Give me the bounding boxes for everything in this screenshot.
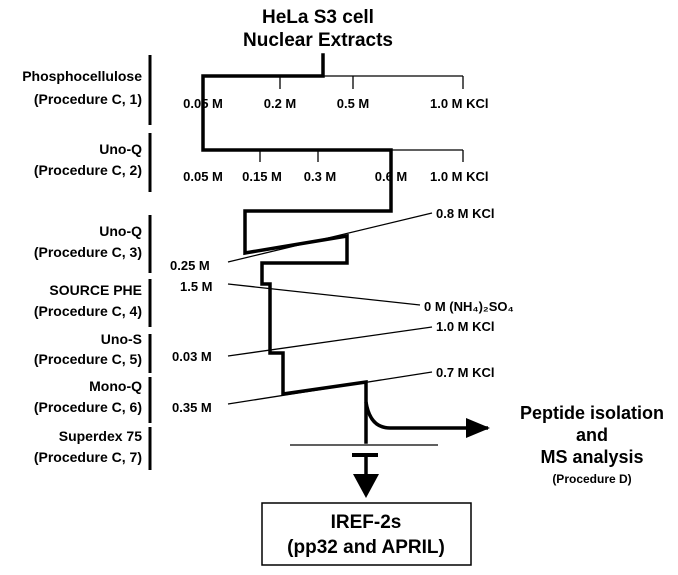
unos-gradient-line (227, 326, 433, 357)
step-5-procedure: (Procedure C, 5) (34, 351, 142, 367)
unoq2-scale: 0.05 M 0.15 M 0.3 M 0.6 M 1.0 M KCl (183, 149, 489, 184)
step-3-procedure: (Procedure C, 3) (34, 244, 142, 260)
elution-path (201, 53, 393, 444)
step-4-procedure: (Procedure C, 4) (34, 303, 142, 319)
phospho-tick-label: 0.2 M (264, 96, 297, 111)
result-subtitle: (pp32 and APRIL) (287, 537, 445, 558)
step-4-name: SOURCE PHE (49, 282, 142, 298)
step-1-name: Phosphocellulose (22, 68, 142, 84)
step-5-name: Uno-S (101, 331, 142, 347)
step-7-procedure: (Procedure C, 7) (34, 449, 142, 465)
step-6-name: Mono-Q (89, 378, 142, 394)
unoq3-start-label: 0.25 M (170, 258, 210, 273)
phospho-tick-label: 0.5 M (337, 96, 370, 111)
step-3-name: Uno-Q (99, 223, 142, 239)
unoq2-tick-label: 0.05 M (183, 169, 223, 184)
source-phe-start-label: 1.5 M (180, 279, 213, 294)
unoq2-tick-label: 0.3 M (304, 169, 337, 184)
unoq2-tick-label: 0.15 M (242, 169, 282, 184)
step-1-procedure: (Procedure C, 1) (34, 91, 142, 107)
step-6-procedure: (Procedure C, 6) (34, 399, 142, 415)
step-labels: Phosphocellulose (Procedure C, 1) Uno-Q … (22, 55, 152, 470)
peptide-isolation-label: Peptide isolation (520, 403, 664, 423)
phosphocellulose-scale: 0.05 M 0.2 M 0.5 M 1.0 M KCl (183, 75, 489, 111)
title-line-2: Nuclear Extracts (243, 30, 393, 51)
monoq-end-label: 0.7 M KCl (436, 365, 495, 380)
unoq2-tick-label: 1.0 M KCl (430, 169, 489, 184)
unos-start-label: 0.03 M (172, 349, 212, 364)
peptide-branch-arrow (364, 401, 490, 438)
unoq3-end-label: 0.8 M KCl (436, 206, 495, 221)
result-box (261, 502, 472, 566)
source-phe-gradient-line (227, 283, 421, 306)
ms-analysis-label: MS analysis (540, 447, 643, 467)
unos-end-label: 1.0 M KCl (436, 319, 495, 334)
gradient-lines (227, 212, 433, 405)
step-2-procedure: (Procedure C, 2) (34, 162, 142, 178)
procedure-d-label: (Procedure D) (552, 472, 631, 486)
peptide-and-label: and (576, 425, 608, 445)
title-line-1: HeLa S3 cell (262, 7, 374, 28)
phospho-tick-label: 1.0 M KCl (430, 96, 489, 111)
source-phe-end-label: 0 M (NH₄)₂SO₄ (424, 299, 514, 314)
step-7-name: Superdex 75 (59, 428, 142, 444)
result-arrowhead (353, 474, 379, 498)
step-2-name: Uno-Q (99, 141, 142, 157)
monoq-start-label: 0.35 M (172, 400, 212, 415)
result-title: IREF-2s (331, 512, 402, 533)
